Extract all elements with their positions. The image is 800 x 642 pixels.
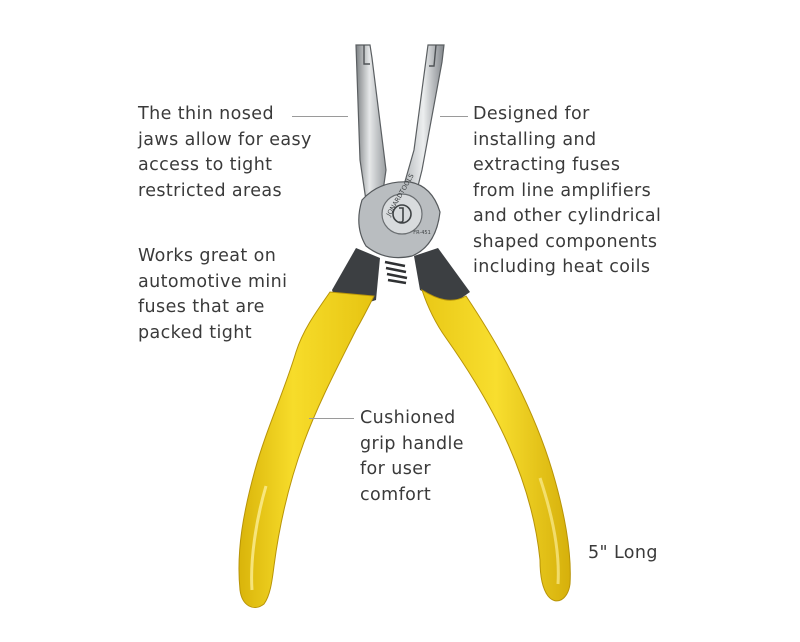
jaw-tip-notch-left xyxy=(363,45,370,65)
callout-line: Designed for xyxy=(473,104,590,124)
callout-design: Designed for installing and extracting f… xyxy=(473,102,661,281)
leader-line-jaws xyxy=(292,116,348,117)
callout-line: shaped components xyxy=(473,231,658,252)
callout-line: grip handle xyxy=(360,433,464,454)
callout-line: from line amplifiers xyxy=(473,180,652,201)
right-grip-handle xyxy=(421,288,571,602)
length-label: 5" Long xyxy=(588,543,658,563)
callout-line: jaws allow for easy xyxy=(138,129,312,150)
callout-line: access to tight xyxy=(138,155,273,175)
left-grip-highlight xyxy=(250,485,268,591)
callout-line: comfort xyxy=(360,484,432,505)
callout-line: Cushioned xyxy=(360,408,456,428)
callout-line: installing and xyxy=(473,129,597,150)
callout-line: Works great on xyxy=(138,246,277,266)
brand-logo-mark xyxy=(398,207,404,224)
callout-line: including heat coils xyxy=(473,257,651,277)
return-spring xyxy=(384,260,408,285)
callout-line: restricted areas xyxy=(138,180,283,201)
jaw-tip-notch-right xyxy=(429,44,437,67)
callout-line: automotive mini xyxy=(138,271,288,292)
pivot-rivet xyxy=(381,193,423,235)
callout-line: The thin nosed xyxy=(138,104,274,124)
callout-fuses: Works great on automotive mini fuses tha… xyxy=(138,244,287,346)
callout-line: packed tight xyxy=(138,322,252,343)
right-neck xyxy=(414,248,470,306)
leader-line-design xyxy=(440,116,468,117)
callout-line: and other cylindrical xyxy=(473,206,662,226)
model-stamp: FR-451 xyxy=(413,230,431,236)
callout-jaws: The thin nosed jaws allow for easy acces… xyxy=(138,102,312,204)
brand-logo-icon xyxy=(392,204,412,224)
left-grip-handle xyxy=(238,291,375,608)
right-grip-highlight xyxy=(538,477,560,585)
callout-line: extracting fuses xyxy=(473,155,621,175)
callout-line: for user xyxy=(360,459,431,479)
leader-line-grip xyxy=(309,418,354,419)
callout-line: fuses that are xyxy=(138,297,265,317)
callout-grip: Cushioned grip handle for user comfort xyxy=(360,406,464,508)
